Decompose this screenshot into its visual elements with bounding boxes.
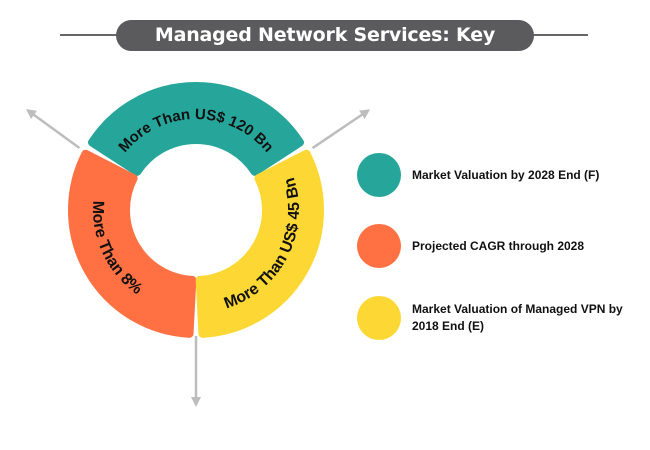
legend-item-valuation-2028: Market Valuation by 2028 End (F) (357, 153, 642, 197)
diagram-title: Managed Network Services: Key Findings (116, 20, 534, 77)
title-rule-left (60, 34, 122, 36)
arrow-up-right-icon (311, 109, 371, 150)
legend-item-vpn-2018: Market Valuation of Managed VPN by 2018 … (357, 296, 642, 340)
title-rule-right (528, 34, 588, 36)
ring-segment-vpn-2018 (195, 149, 324, 338)
legend-item-cagr: Projected CAGR through 2028 (357, 224, 642, 268)
legend-label: Market Valuation by 2028 End (F) (412, 167, 600, 182)
arrow-up-left-icon (25, 109, 81, 150)
orange-dot-icon (357, 224, 401, 268)
legend-label: Market Valuation of Managed VPN by 2018 … (412, 302, 623, 333)
yellow-dot-icon (357, 296, 401, 340)
teal-dot-icon (357, 153, 401, 197)
legend-label: Projected CAGR through 2028 (412, 238, 585, 253)
ring-segment-valuation-2028 (88, 82, 304, 176)
ring-segment-cagr (68, 149, 197, 338)
